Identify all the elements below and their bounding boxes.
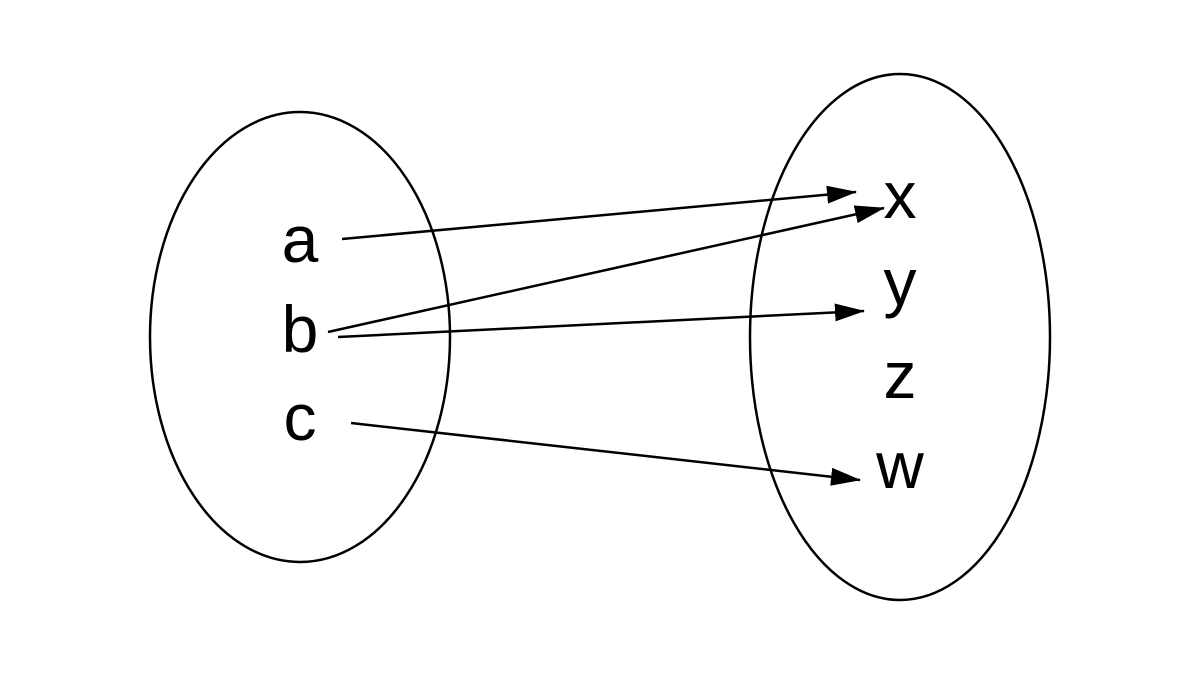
- codomain-element-z: z: [884, 338, 917, 412]
- codomain-element-x: x: [884, 158, 917, 232]
- arrow-a-to-x: [341, 185, 857, 241]
- mapping-arrows: [327, 185, 885, 486]
- domain-element-b: b: [282, 292, 319, 366]
- domain-element-a: a: [282, 202, 319, 276]
- domain-set-ellipse: [148, 110, 452, 564]
- codomain-element-w: w: [875, 428, 924, 502]
- arrow-b-to-y: [337, 303, 865, 339]
- domain-element-c: c: [284, 380, 317, 454]
- codomain-set-ellipse: [748, 72, 1052, 602]
- arrow-b-to-x: [327, 205, 885, 334]
- arrow-c-to-w: [350, 421, 861, 486]
- codomain-element-y: y: [884, 245, 917, 319]
